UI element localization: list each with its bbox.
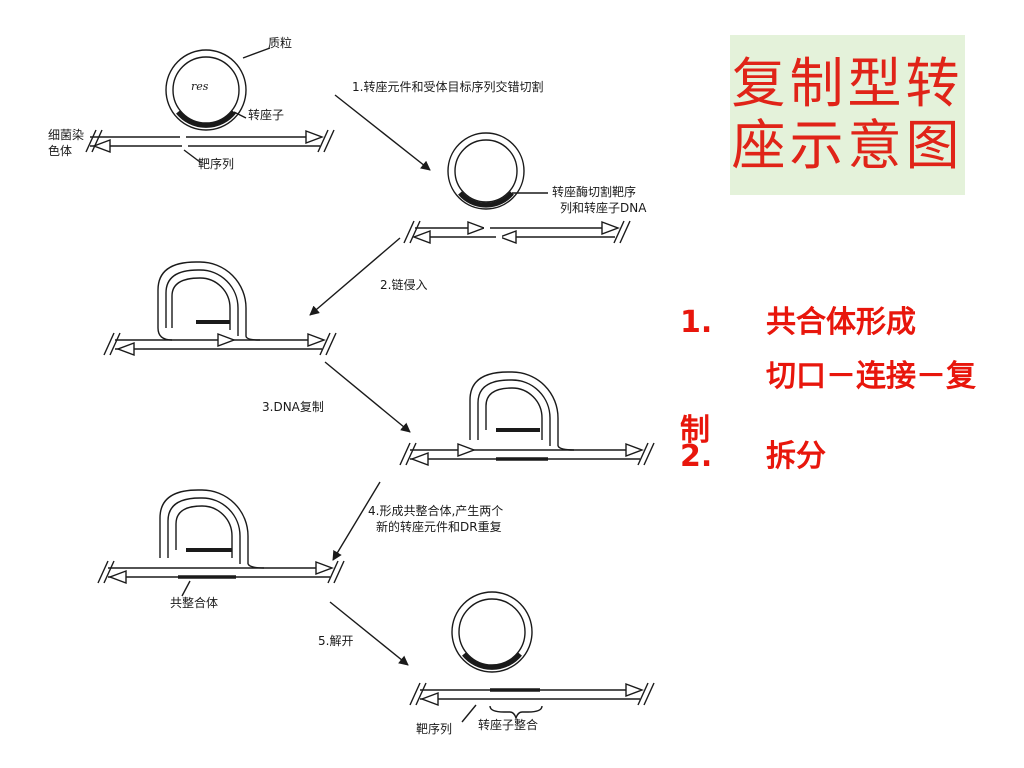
note2-text: 切口－连接－复 xyxy=(766,359,976,394)
note1-number: 1. xyxy=(680,305,713,340)
stage5-chromosome xyxy=(97,560,345,597)
page-title: 复制型转 座示意图 xyxy=(731,52,964,177)
label-cointegrate: 共整合体 xyxy=(170,596,219,610)
arrow-step1 xyxy=(334,94,431,171)
label-step5: 5.解开 xyxy=(318,634,354,648)
label-res: res xyxy=(191,80,209,93)
stage4-loop xyxy=(469,371,575,451)
title-box: 复制型转 座示意图 xyxy=(730,35,965,195)
stage2-plasmid xyxy=(447,132,548,210)
stage3-loop xyxy=(157,261,261,341)
label-chromosome-2: 色体 xyxy=(48,144,73,158)
note2-tail: 制 xyxy=(680,413,710,448)
arrow-step4 xyxy=(332,481,381,561)
stage1-chromosome xyxy=(85,129,335,163)
label-step4-2: 新的转座元件和DR重复 xyxy=(376,520,502,534)
label-target-seq: 靶序列 xyxy=(198,157,235,171)
stage6-plasmid xyxy=(451,591,533,673)
stage1-plasmid xyxy=(165,47,271,131)
label-transposon: 转座子 xyxy=(248,108,285,122)
note3-number: 2. xyxy=(680,439,713,474)
stage6-chromosome xyxy=(409,682,655,723)
stage3-chromosome xyxy=(103,332,337,357)
label-cut-note-2: 列和转座子DNA xyxy=(560,201,647,215)
label-plasmid: 质粒 xyxy=(268,36,293,50)
arrow-step2 xyxy=(309,237,401,316)
label-cut-note-1: 转座酶切割靶序 xyxy=(552,185,637,199)
label-target-seq-2: 靶序列 xyxy=(416,722,453,736)
stage4-chromosome xyxy=(399,442,655,467)
stage5-loop xyxy=(159,489,265,569)
label-step4-1: 4.形成共整合体,产生两个 xyxy=(368,504,504,518)
label-step1: 1.转座元件和受体目标序列交错切割 xyxy=(352,80,544,94)
note3-text: 拆分 xyxy=(766,439,826,474)
arrow-step3 xyxy=(324,361,411,433)
arrow-step5 xyxy=(329,601,409,666)
label-step2: 2.链侵入 xyxy=(380,278,428,292)
label-transposon-integrated: 转座子整合 xyxy=(478,718,539,732)
stage2-chromosome xyxy=(403,220,631,245)
label-chromosome-1: 细菌染 xyxy=(48,128,85,142)
note1-text: 共合体形成 xyxy=(766,305,916,340)
label-step3: 3.DNA复制 xyxy=(262,400,324,414)
